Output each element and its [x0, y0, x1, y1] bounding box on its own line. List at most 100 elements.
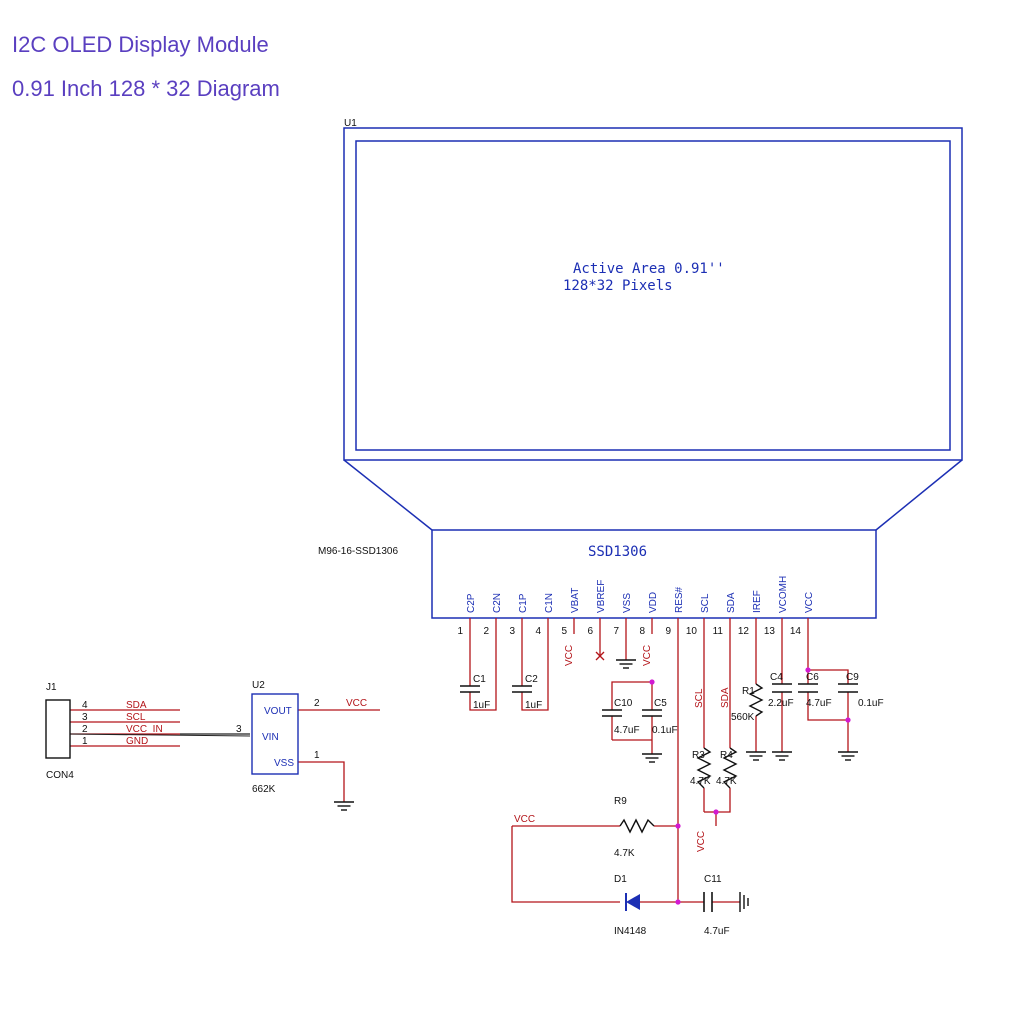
c1-value: 1uF [473, 700, 490, 711]
r9-vcc-net-label: VCC [514, 814, 535, 825]
r3-value: 4.7K [690, 776, 711, 787]
wires [70, 618, 849, 903]
pin-number-12: 12 [738, 626, 750, 637]
c11-value: 4.7uF [704, 926, 730, 937]
junction-dots [649, 667, 851, 905]
pin-number-10: 10 [686, 626, 698, 637]
u2-vcc-net-label: VCC [346, 698, 367, 709]
pin-name-2: C2N [492, 593, 503, 613]
scl-net-label: SCL [694, 688, 705, 708]
pin-name-13: VCOMH [778, 576, 789, 613]
pin-number-7: 7 [613, 626, 619, 637]
page-subtitle: 0.91 Inch 128 * 32 Diagram [12, 76, 280, 101]
c6-ref: C6 [806, 672, 819, 683]
pin-number-6: 6 [587, 626, 593, 637]
resistor-symbols [619, 683, 764, 834]
j1-signal-label: GND [126, 736, 148, 747]
pin-number-8: 8 [639, 626, 645, 637]
c2-ref: C2 [525, 674, 538, 685]
c6-value: 4.7uF [806, 698, 832, 709]
active-area-label: Active Area 0.91'' [573, 261, 725, 277]
no-connect-mark [595, 651, 605, 661]
module-name-label: M96-16-SSD1306 [318, 546, 398, 557]
oled-panel-outline [343, 127, 963, 619]
vbat-vcc-net-label: VCC [564, 645, 575, 666]
vdd-vcc-net-label: VCC [642, 645, 653, 666]
r3-ref: R3 [692, 750, 705, 761]
u2-part-label: 662K [252, 784, 276, 795]
pin-number-9: 9 [665, 626, 671, 637]
pullup-vcc-net-label: VCC [696, 831, 707, 852]
pin-name-6: VBREF [596, 580, 607, 613]
j1-connector-body [45, 699, 71, 759]
pixel-count-label: 128*32 Pixels [563, 278, 673, 294]
pin-name-10: SCL [700, 593, 711, 613]
c9-ref: C9 [846, 672, 859, 683]
vcc-in-wire [69, 733, 251, 737]
u2-vss-label: VSS [274, 758, 294, 769]
d1-value: IN4148 [614, 926, 647, 937]
pin-name-5: VBAT [570, 588, 581, 613]
pin-name-11: SDA [726, 592, 737, 613]
u2-regulator-body [251, 693, 299, 775]
pin-number-5: 5 [561, 626, 567, 637]
c10-value: 4.7uF [614, 725, 640, 736]
j1-pin-labels: 4 SDA 3 SCL 2 VCC_IN 1 GND [82, 700, 163, 747]
pin-name-12: IREF [752, 590, 763, 613]
j1-pin-number: 2 [82, 724, 88, 735]
u2-pin-vout-number: 2 [314, 698, 320, 709]
controller-label: SSD1306 [588, 544, 647, 560]
pin-number-3: 3 [509, 626, 515, 637]
sda-net-label: SDA [720, 687, 731, 708]
component-labels: C1 1uF C2 1uF C10 4.7uF C5 0.1uF R1 560K… [473, 672, 884, 937]
r4-value: 4.7K [716, 776, 737, 787]
u1-ref-label: U1 [344, 118, 357, 129]
j1-part-label: CON4 [46, 770, 74, 781]
display-pins: C2P 1 C2N 2 C1P 3 C1N 4 VBAT 5 VBREF 6 VSS 7 VDD 8 RES# 9… [457, 576, 815, 637]
u2-ref-label: U2 [252, 680, 265, 691]
u2-pin-vin-number: 3 [236, 724, 242, 735]
r1-value: 560K [731, 712, 755, 723]
pin-number-2: 2 [483, 626, 489, 637]
j1-ref-label: J1 [46, 682, 57, 693]
pin-name-1: C2P [466, 593, 477, 613]
j1-signal-label: VCC_IN [126, 724, 163, 735]
c5-value: 0.1uF [652, 725, 678, 736]
pin-number-11: 11 [713, 626, 724, 637]
j1-signal-label: SDA [126, 700, 147, 711]
j1-pin-number: 4 [82, 700, 88, 711]
c9-value: 0.1uF [858, 698, 884, 709]
r4-ref: R4 [720, 750, 733, 761]
pin-number-1: 1 [457, 626, 463, 637]
c11-ground-symbol [739, 892, 749, 912]
pin-name-9: RES# [674, 586, 685, 613]
c10-ref: C10 [614, 698, 633, 709]
diode-symbol [625, 893, 640, 911]
u2-pin-vss-number: 1 [314, 750, 320, 761]
r9-ref: R9 [614, 796, 627, 807]
pin-name-8: VDD [648, 592, 659, 613]
c11-ref: C11 [704, 874, 722, 885]
u2-vin-label: VIN [262, 732, 279, 743]
j1-pin-number: 1 [82, 736, 88, 747]
pin-name-7: VSS [622, 593, 633, 613]
pin-name-14: VCC [804, 592, 815, 613]
pin-number-4: 4 [535, 626, 541, 637]
c2-value: 1uF [525, 700, 542, 711]
u2-vout-label: VOUT [264, 706, 292, 717]
page-title: I2C OLED Display Module [12, 32, 269, 57]
j1-signal-label: SCL [126, 712, 146, 723]
pin-number-14: 14 [790, 626, 802, 637]
c4-ref: C4 [770, 672, 783, 683]
d1-ref: D1 [614, 874, 627, 885]
pin-name-3: C1P [518, 593, 529, 613]
r1-ref: R1 [742, 686, 755, 697]
j1-pin-number: 3 [82, 712, 88, 723]
c4-value: 2.2uF [768, 698, 794, 709]
capacitor-symbols [460, 683, 858, 912]
pin-number-13: 13 [764, 626, 776, 637]
c1-ref: C1 [473, 674, 486, 685]
r9-value: 4.7K [614, 848, 635, 859]
pin-name-4: C1N [544, 593, 555, 613]
